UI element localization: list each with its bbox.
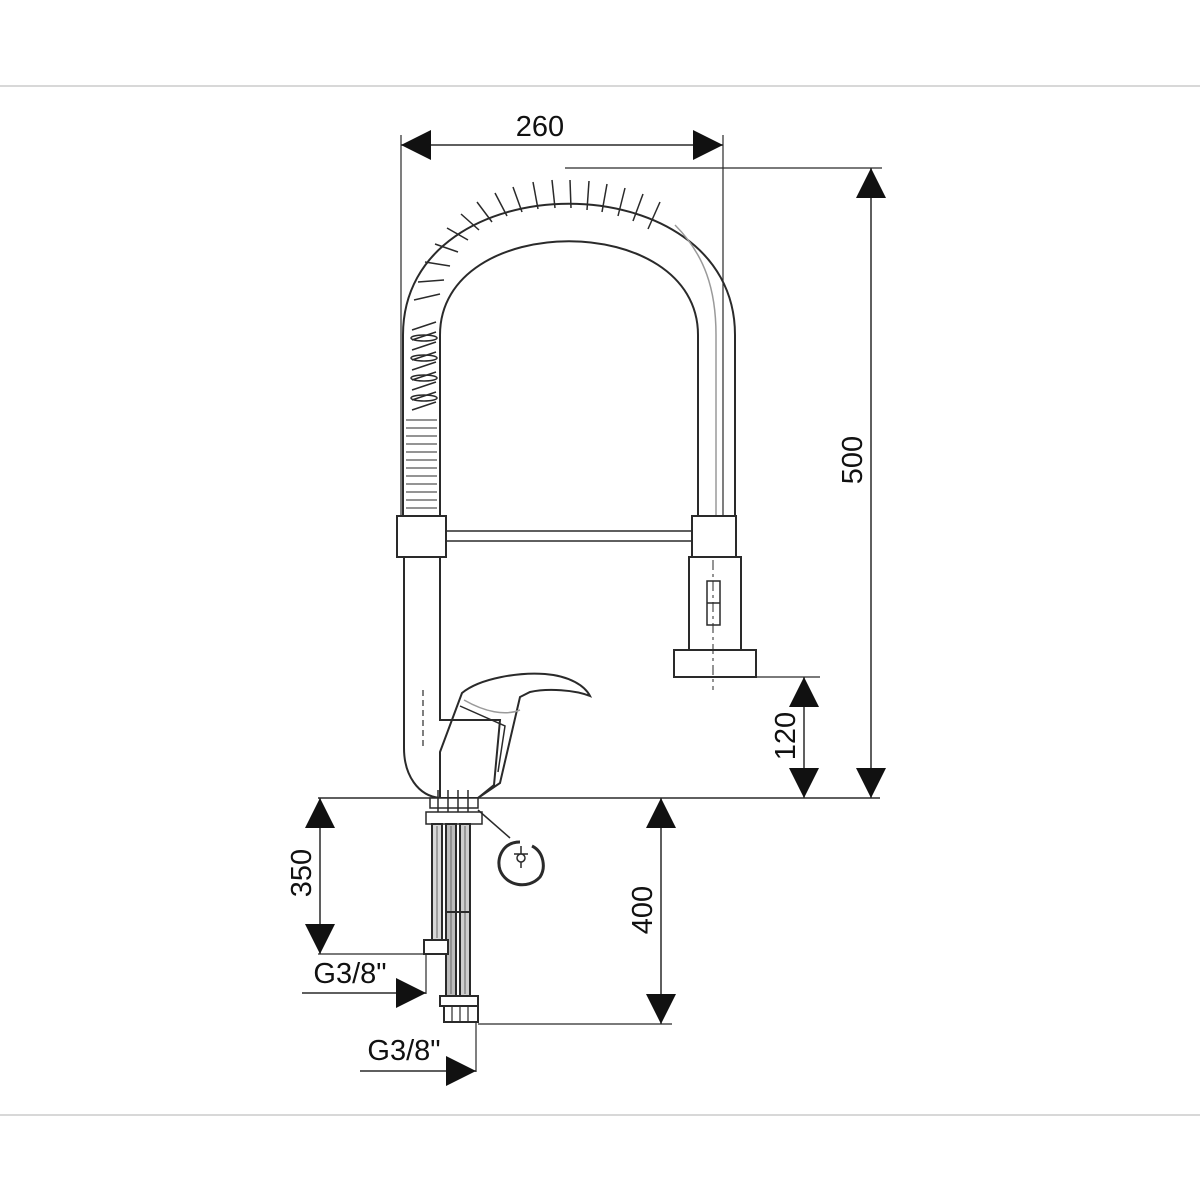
spout-arc-highlight <box>674 224 717 515</box>
faucet <box>396 179 757 1023</box>
dimension-spout-clearance-label: 120 <box>770 712 802 760</box>
under-deck-mount <box>425 790 545 887</box>
dimension-width-label: 260 <box>516 111 564 143</box>
lever-handle <box>439 672 593 799</box>
dimension-height: 500 <box>565 167 886 798</box>
dimension-hose-length-label: 400 <box>627 886 659 934</box>
inlet-one-callout: G3/8" <box>302 954 427 1008</box>
support-bar <box>445 530 693 542</box>
dimension-height-label: 500 <box>837 436 869 484</box>
dimension-below-deck: 350 <box>286 798 430 955</box>
spray-head <box>673 515 757 690</box>
supply-hoses <box>423 823 479 1023</box>
spout-arc-outer <box>402 202 736 515</box>
dimension-below-deck-label: 350 <box>286 849 318 897</box>
dimension-width: 260 <box>400 111 724 515</box>
hose-ribbing <box>406 419 437 509</box>
inlet-two-callout: G3/8" <box>360 1022 477 1086</box>
inlet-one-label: G3/8" <box>313 958 386 990</box>
dimension-hose-length: 400 <box>478 798 676 1025</box>
spout-arc-inner <box>439 240 699 515</box>
spring-coil <box>410 179 661 411</box>
faucet-body <box>403 557 502 799</box>
inlet-two-label: G3/8" <box>367 1035 440 1067</box>
dimension-spout-clearance: 120 <box>740 676 820 798</box>
left-collar <box>396 515 447 558</box>
